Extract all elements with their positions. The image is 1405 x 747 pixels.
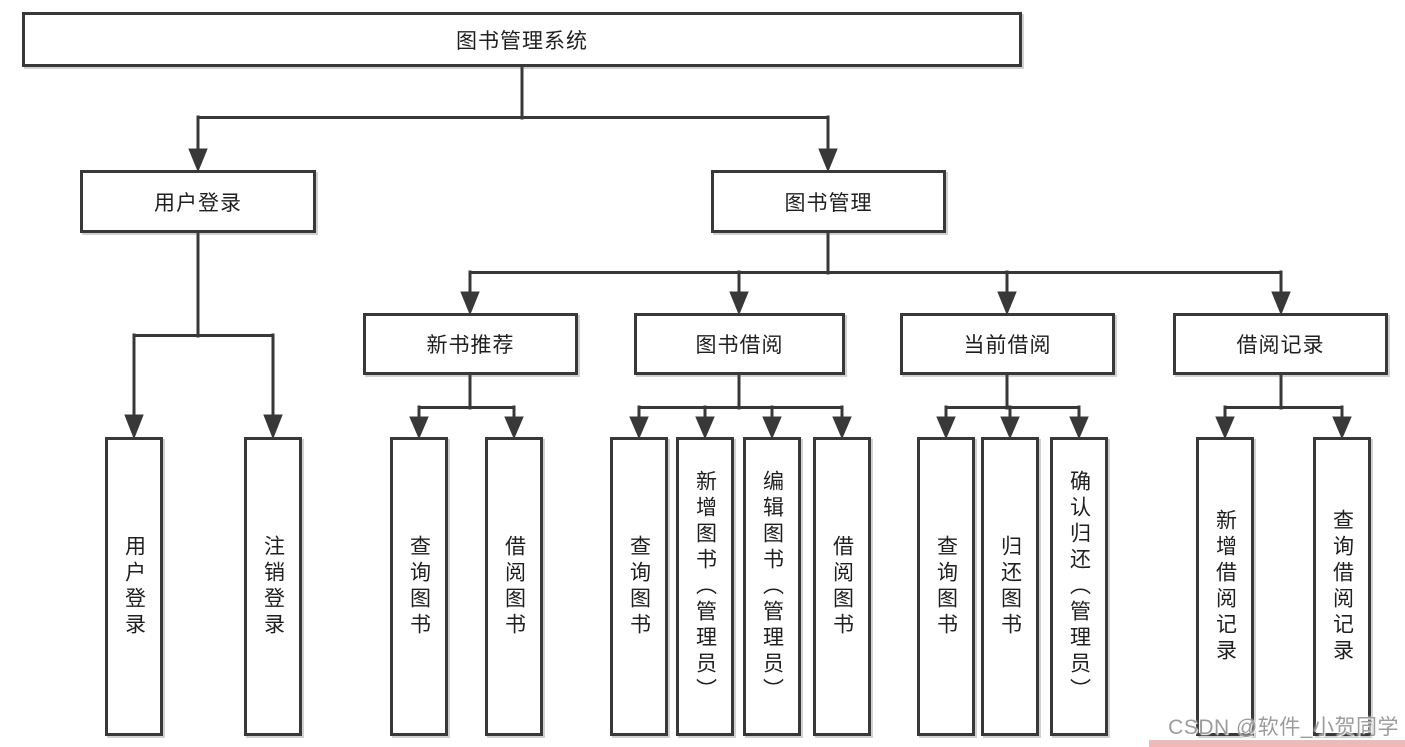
- leaf-logout-label: 注销登录: [261, 534, 285, 639]
- leaf-borrow-books: 借阅图书: [813, 437, 871, 736]
- leaf-edit-books-admin: 编辑图书（管理员）: [743, 437, 801, 736]
- leaf-borrow-books-label: 借阅图书: [830, 534, 854, 639]
- connector-book-management-to-level3: [460, 231, 1291, 316]
- node-borrow-records-label: 借阅记录: [1236, 334, 1325, 357]
- leaf-query-books-borrow: 查询图书: [610, 437, 668, 736]
- leaf-query-books-borrow-label: 查询图书: [627, 534, 651, 639]
- connector-book-borrow-to-leaves: [629, 373, 852, 440]
- node-current-borrow: 当前借阅: [900, 313, 1115, 375]
- leaf-query-borrow-record-label: 查询借阅记录: [1330, 508, 1354, 665]
- node-user-login-label: 用户登录: [154, 191, 242, 215]
- leaf-edit-books-admin-label: 编辑图书（管理员）: [760, 469, 784, 704]
- connector-borrow-records-to-leaves: [1215, 373, 1352, 440]
- leaf-query-borrow-record: 查询借阅记录: [1313, 437, 1371, 736]
- node-book-borrow-label: 图书借阅: [695, 334, 784, 357]
- node-book-management: 图书管理: [711, 170, 946, 233]
- node-book-management-label: 图书管理: [784, 191, 873, 215]
- node-current-borrow-label: 当前借阅: [963, 334, 1052, 357]
- leaf-add-borrow-record-label: 新增借阅记录: [1213, 508, 1237, 665]
- leaf-logout: 注销登录: [244, 437, 302, 736]
- leaf-add-borrow-record: 新增借阅记录: [1196, 437, 1254, 736]
- leaf-add-books-admin-label: 新增图书（管理员）: [693, 469, 717, 704]
- leaf-user-login-label: 用户登录: [122, 534, 146, 639]
- node-user-login: 用户登录: [80, 170, 316, 233]
- node-root: 图书管理系统: [22, 12, 1022, 67]
- connector-user-login-to-leaves: [124, 231, 283, 440]
- leaf-query-books-current: 查询图书: [917, 437, 975, 736]
- watermark-text: CSDN @软件_小贺同学: [1168, 716, 1399, 739]
- leaf-user-login: 用户登录: [105, 437, 163, 736]
- leaf-borrow-books-recommend: 借阅图书: [485, 437, 543, 736]
- connector-current-borrow-to-leaves: [936, 373, 1089, 440]
- leaf-return-books: 归还图书: [981, 437, 1039, 736]
- leaf-query-books-recommend: 查询图书: [390, 437, 448, 736]
- leaf-confirm-return-admin-label: 确认归还（管理员）: [1067, 469, 1091, 704]
- node-root-label: 图书管理系统: [456, 29, 588, 53]
- node-new-book-recommend-label: 新书推荐: [426, 334, 515, 357]
- leaf-return-books-label: 归还图书: [998, 534, 1022, 639]
- node-book-borrow: 图书借阅: [634, 313, 845, 375]
- leaf-add-books-admin: 新增图书（管理员）: [676, 437, 734, 736]
- watermark-strip: [1149, 740, 1405, 747]
- connector-root-to-level2: [188, 64, 838, 173]
- node-borrow-records: 借阅记录: [1173, 313, 1388, 375]
- leaf-query-books-current-label: 查询图书: [934, 534, 958, 639]
- leaf-borrow-books-recommend-label: 借阅图书: [502, 534, 526, 639]
- connector-new-book-recommend-to-leaves: [409, 373, 524, 440]
- node-new-book-recommend: 新书推荐: [363, 313, 578, 375]
- leaf-confirm-return-admin: 确认归还（管理员）: [1050, 437, 1108, 736]
- leaf-query-books-recommend-label: 查询图书: [407, 534, 431, 639]
